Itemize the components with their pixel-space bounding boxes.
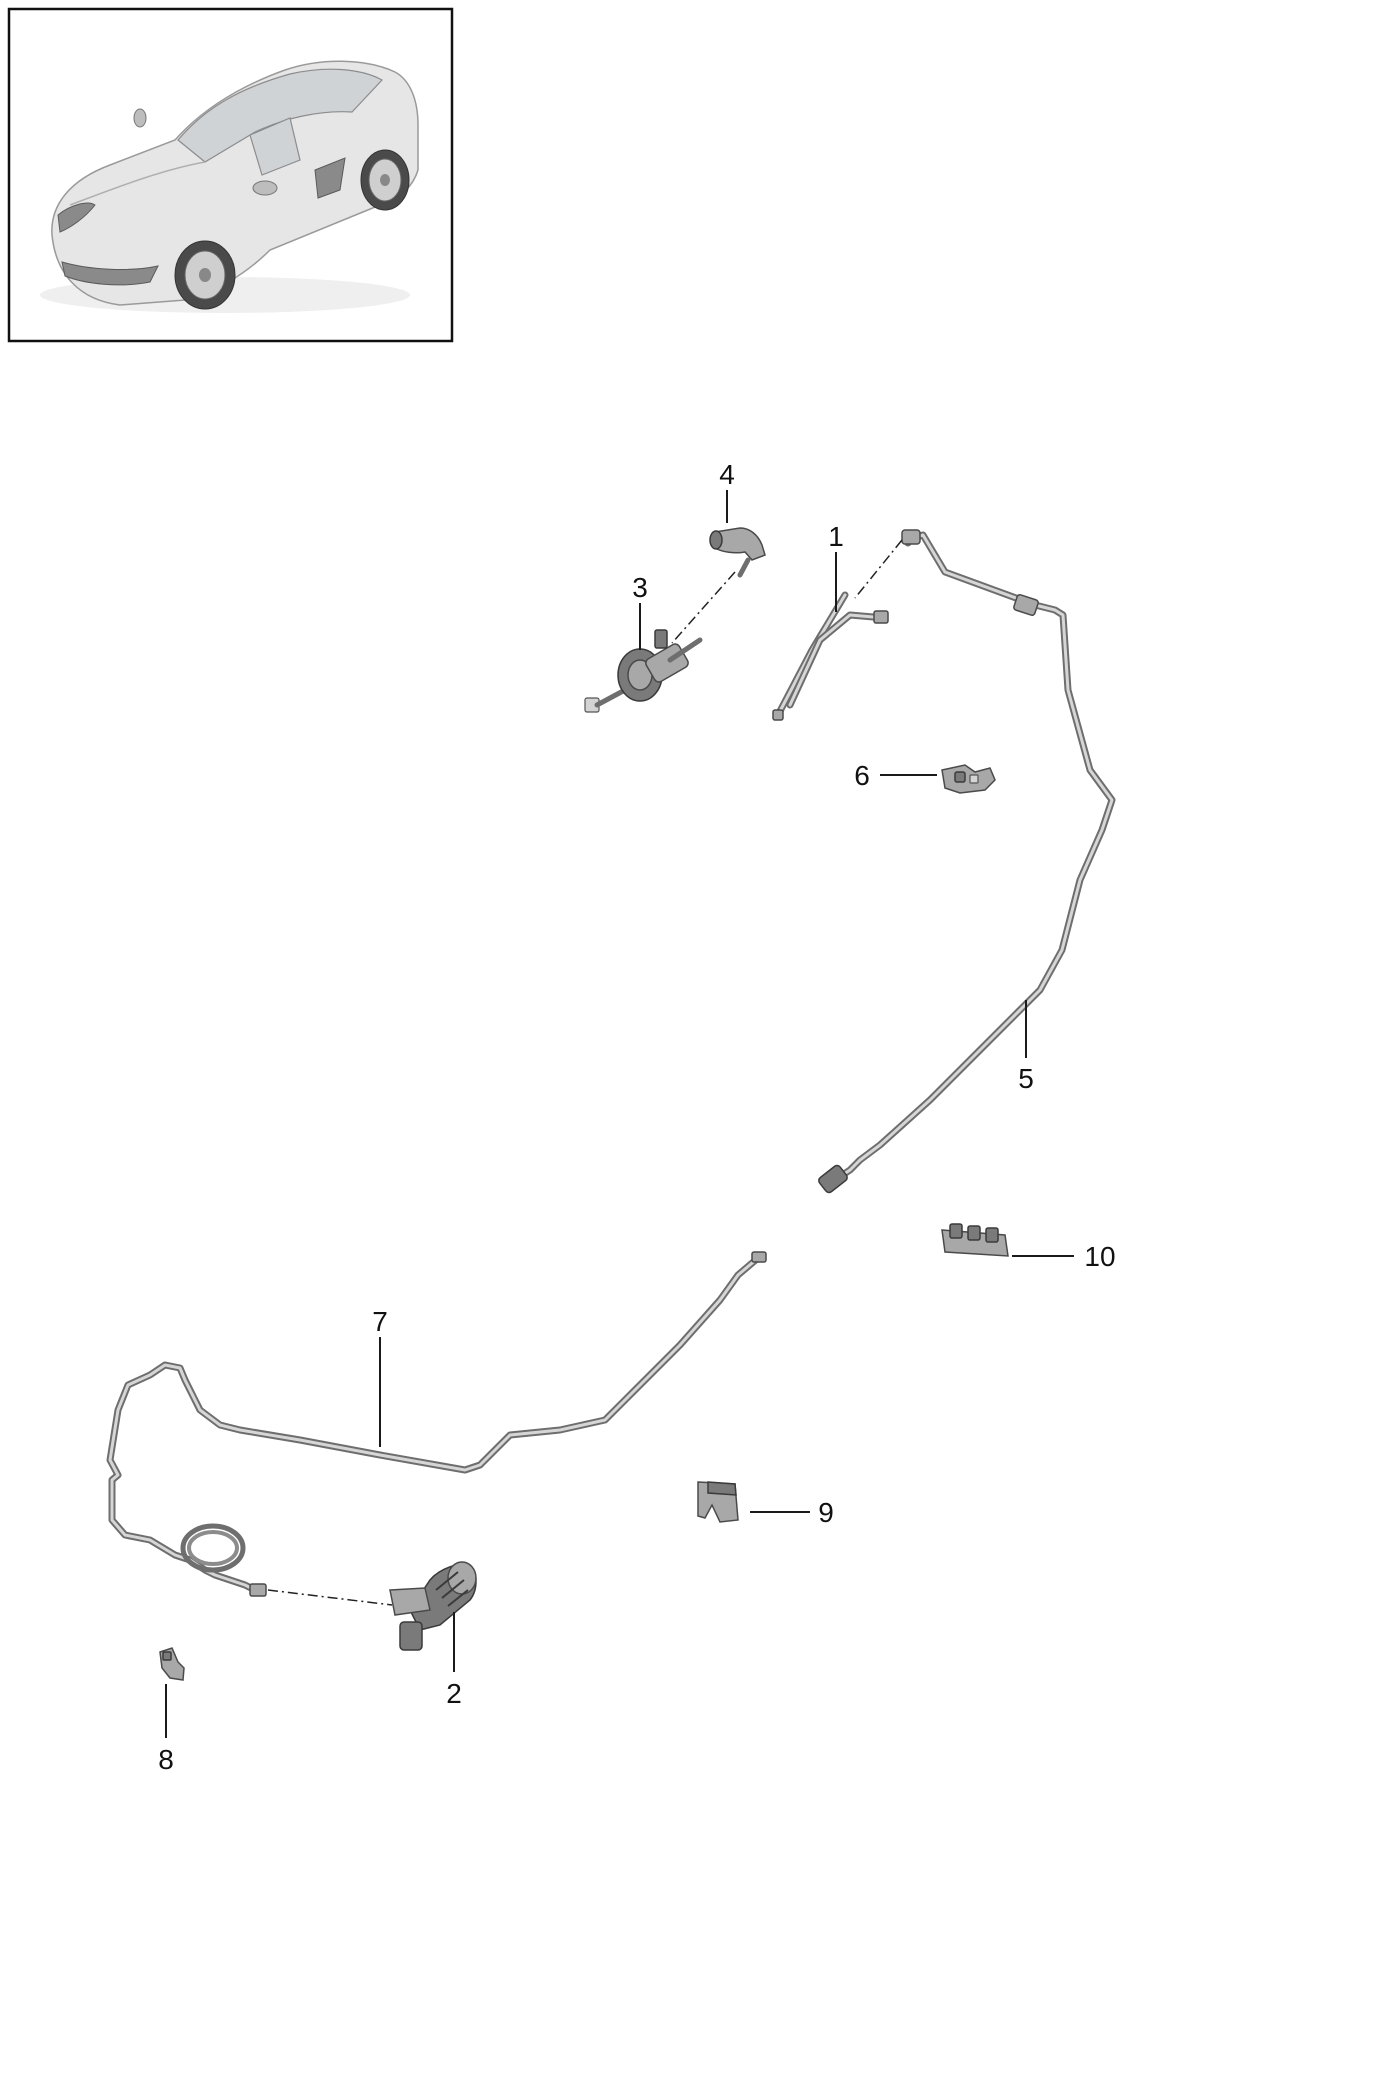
callout-2: 2 (446, 1678, 462, 1709)
clutch-hose (772, 591, 889, 721)
hydraulic-line-upper (818, 529, 1116, 1194)
callout-7: 7 (372, 1306, 388, 1337)
callout-numbers: 1 2 3 4 5 6 7 8 9 10 (158, 459, 1115, 1775)
car-illustration (40, 60, 419, 313)
assembly-line-1-5 (854, 539, 903, 599)
bracket-9 (697, 1481, 739, 1523)
callout-10: 10 (1084, 1241, 1115, 1272)
leader-lines (165, 490, 1074, 1738)
reservoir-hose-connector (709, 527, 766, 578)
clutch-master-cylinder (584, 629, 703, 713)
callout-5: 5 (1018, 1063, 1034, 1094)
clip-8 (159, 1647, 185, 1681)
callout-1: 1 (828, 521, 844, 552)
callout-4: 4 (719, 459, 735, 490)
callout-9: 9 (818, 1497, 834, 1528)
callout-6: 6 (854, 760, 870, 791)
callout-8: 8 (158, 1744, 174, 1775)
vehicle-thumbnail (7, 7, 454, 343)
clutch-slave-cylinder (389, 1561, 477, 1651)
hydraulic-line-lower (106, 1251, 767, 1597)
callout-3: 3 (632, 572, 648, 603)
clip-10 (941, 1223, 1009, 1257)
bracket-6 (941, 764, 996, 794)
assembly-line-3-4 (671, 571, 736, 644)
assembly-line-7-2 (267, 1589, 393, 1606)
